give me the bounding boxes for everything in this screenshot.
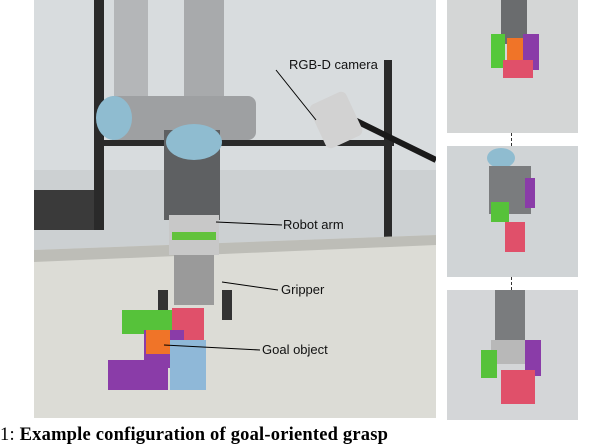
gripper-label: Gripper [281, 282, 325, 297]
caption-number: 1: [0, 425, 15, 445]
caption-title: Example configuration of goal-oriented g… [19, 425, 389, 445]
sequence-photo-1 [447, 0, 578, 133]
sequence-connector-2 [511, 277, 512, 290]
sequence-photo-3 [447, 290, 578, 420]
main-robot-photo [34, 0, 436, 418]
sequence-photo-2 [447, 146, 578, 277]
camera-label: RGB-D camera [289, 57, 378, 72]
sequence-connector-1 [511, 133, 512, 146]
robot-arm-label: Robot arm [283, 217, 344, 232]
figure-caption: 1: Example configuration of goal-oriente… [0, 425, 608, 446]
goal-object-label: Goal object [262, 342, 328, 357]
